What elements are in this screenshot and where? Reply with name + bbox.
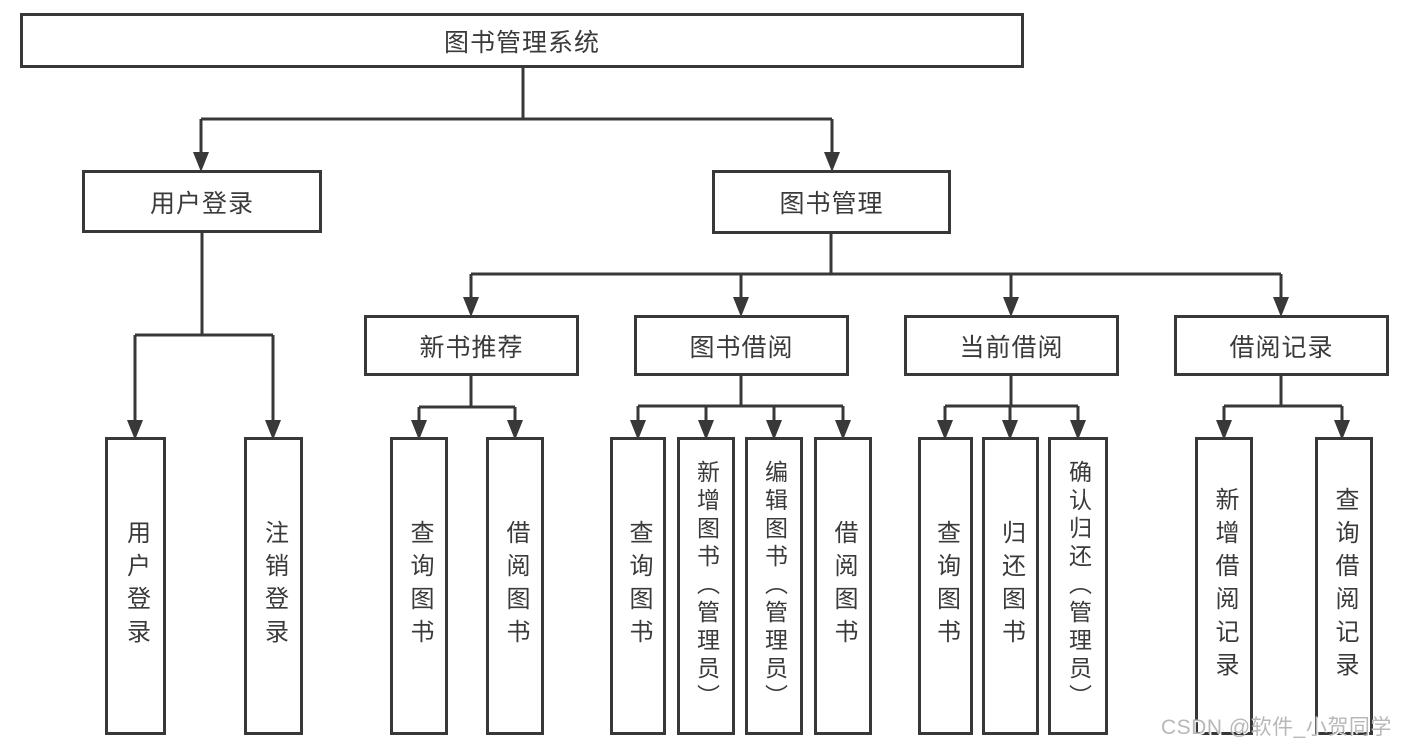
- arrowhead: [507, 420, 523, 440]
- node-label: 借阅记录: [1229, 333, 1334, 362]
- node-label: 查询借阅记录: [1331, 487, 1358, 685]
- arrowheads: [127, 152, 1350, 440]
- arrowhead: [733, 297, 749, 317]
- connector: [133, 68, 1344, 424]
- arrowhead: [265, 420, 281, 440]
- arrowhead: [127, 420, 143, 440]
- node-label: 新书推荐: [419, 333, 524, 362]
- node-label: 图书管理: [779, 190, 884, 218]
- node-bb-query-book: 查询图书: [610, 437, 666, 735]
- node-label: 归还图书: [997, 520, 1025, 652]
- node-label: 当前借阅: [959, 333, 1064, 362]
- node-label: 新增借阅记录: [1211, 487, 1238, 685]
- node-br-add-record: 新增借阅记录: [1195, 437, 1253, 735]
- arrowhead: [937, 420, 953, 440]
- node-logout: 注销登录: [244, 437, 303, 735]
- node-root: 图书管理系统: [20, 13, 1024, 68]
- node-label: 查询图书: [406, 520, 433, 652]
- node-bb-edit-book-admin: 编辑图书（管理员）: [745, 437, 803, 735]
- node-label: 图书借阅: [689, 333, 794, 362]
- node-label: 注销登录: [260, 520, 288, 652]
- node-nbr-borrow-book: 借阅图书: [486, 437, 544, 735]
- arrowhead: [824, 152, 840, 172]
- arrowhead: [1273, 297, 1289, 317]
- node-current-borrowing: 当前借阅: [904, 315, 1119, 376]
- node-book-management: 图书管理: [712, 170, 951, 234]
- arrowhead: [835, 420, 851, 440]
- arrowhead: [630, 420, 646, 440]
- node-label: 查询图书: [932, 520, 960, 652]
- node-label: 用户登录: [122, 520, 150, 652]
- node-label: 编辑图书（管理员）: [761, 460, 788, 712]
- node-label: 查询图书: [625, 520, 652, 652]
- arrowhead: [1334, 420, 1350, 440]
- arrowhead: [463, 297, 479, 317]
- node-cb-query-book: 查询图书: [918, 437, 973, 735]
- node-login: 用户登录: [105, 437, 166, 735]
- node-label: 确认归还（管理员）: [1065, 460, 1092, 712]
- node-label: 图书管理系统: [443, 28, 600, 57]
- node-bb-add-book-admin: 新增图书（管理员）: [677, 437, 735, 735]
- arrowhead: [766, 420, 782, 440]
- node-book-borrowing: 图书借阅: [634, 315, 849, 376]
- arrowhead: [1070, 420, 1086, 440]
- arrowhead: [698, 420, 714, 440]
- node-borrowing-records: 借阅记录: [1174, 315, 1389, 376]
- watermark: CSDN @软件_小贺同学: [1161, 716, 1392, 739]
- node-cb-confirm-return-admin: 确认归还（管理员）: [1048, 437, 1108, 735]
- node-label: 借阅图书: [830, 520, 857, 652]
- arrowhead: [1216, 420, 1232, 440]
- node-user-login: 用户登录: [82, 170, 322, 233]
- node-label: 借阅图书: [502, 520, 529, 652]
- node-cb-return-book: 归还图书: [982, 437, 1039, 735]
- node-br-query-record: 查询借阅记录: [1315, 437, 1373, 735]
- arrowhead: [193, 152, 209, 172]
- node-label: 用户登录: [149, 189, 254, 218]
- arrowhead: [411, 420, 427, 440]
- arrowhead: [1003, 297, 1019, 317]
- node-nbr-query-book: 查询图书: [390, 437, 448, 735]
- node-label: 新增图书（管理员）: [693, 460, 720, 712]
- node-new-book-recommend: 新书推荐: [364, 315, 579, 376]
- node-bb-borrow-book: 借阅图书: [814, 437, 872, 735]
- arrowhead: [1002, 420, 1018, 440]
